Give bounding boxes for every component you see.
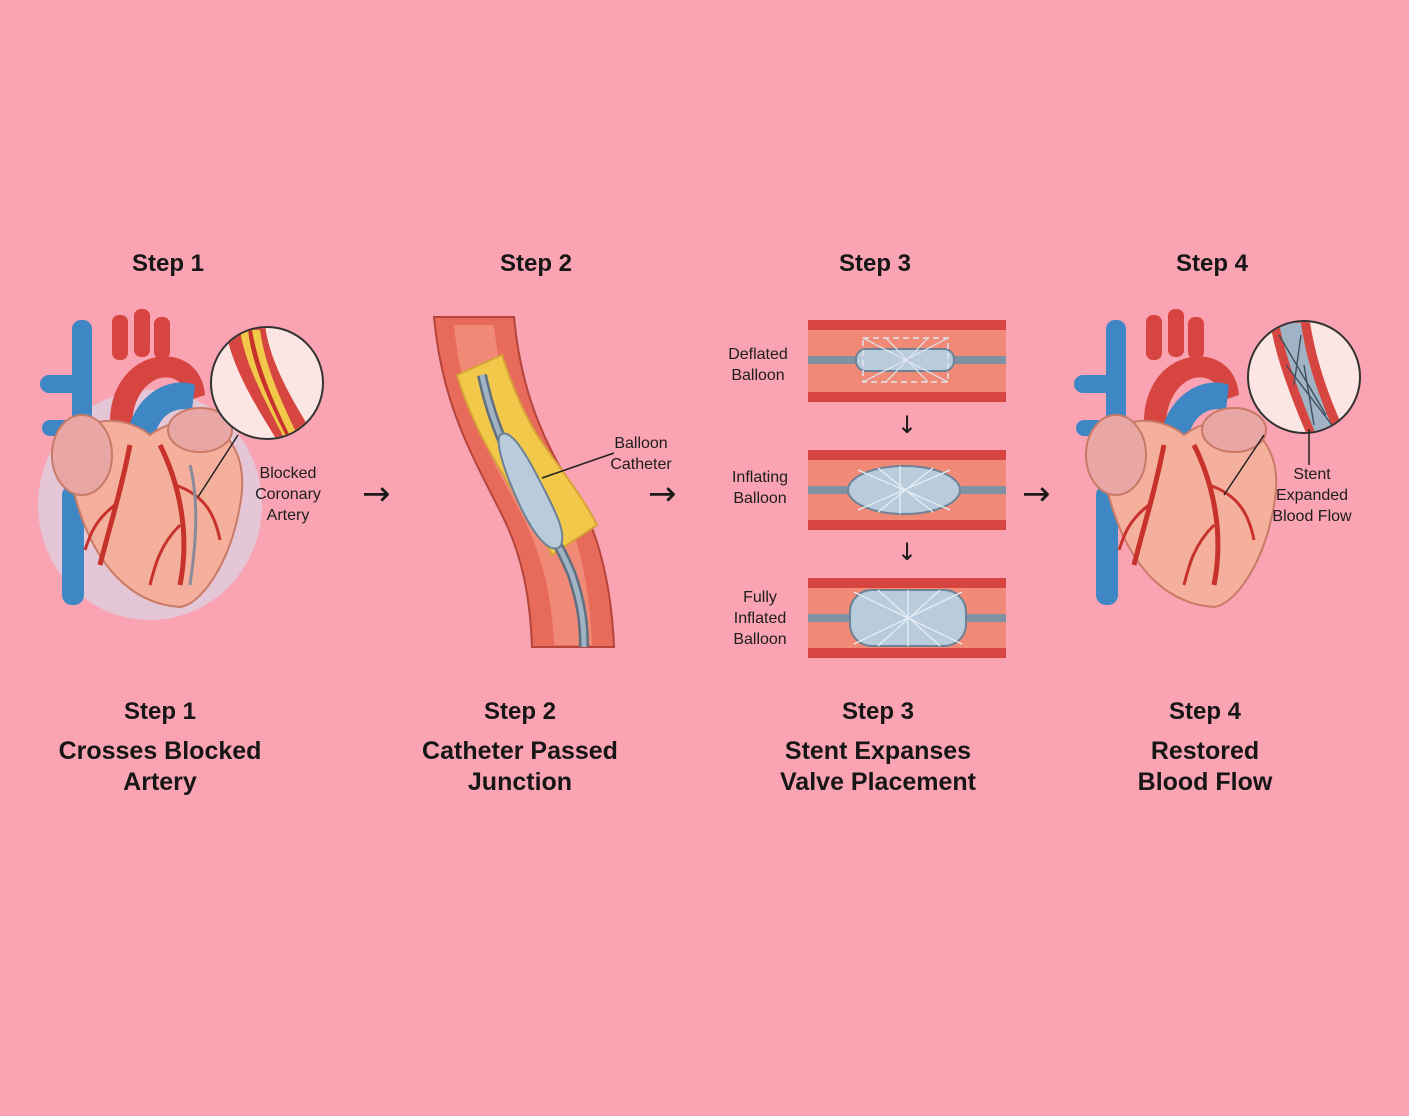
fully-inflated-balloon-vessel: [808, 578, 1006, 658]
step-2-catheter-illustration: [432, 316, 616, 648]
step-3-caption-line-2: Valve Placement: [780, 768, 976, 796]
inflating-balloon-vessel: [808, 450, 1006, 530]
step-3-caption-line-1: Stent Expanses: [784, 737, 972, 765]
step-4-caption: Step 4 Restored Blood Flow: [1065, 698, 1345, 798]
step-1-caption-line-1: Crosses Blocked: [58, 737, 262, 765]
stage-down-arrow-1: ↓: [897, 411, 918, 439]
balloon-catheter-label: Balloon Catheter: [610, 435, 672, 473]
step-4-title: Step 4: [1175, 250, 1249, 277]
step-1-caption-step: Step 1: [123, 698, 197, 725]
stent-expanded-label: Stent Expanded Blood Flow: [1272, 466, 1352, 525]
fully-inflated-balloon-label: Fully Inflated Balloon: [733, 589, 787, 648]
step-3-caption: Step 3 Stent Expanses Valve Placement: [738, 698, 1018, 798]
step-4-caption-step: Step 4: [1168, 698, 1242, 725]
flow-arrow-3: →: [1022, 474, 1051, 514]
step-1-caption: Step 1 Crosses Blocked Artery: [20, 698, 300, 798]
deflated-balloon-vessel: [808, 320, 1006, 402]
step-4-caption-line-1: Restored: [1150, 737, 1260, 765]
step-4-heart-illustration: [1074, 309, 1361, 609]
step-3-title: Step 3: [838, 250, 912, 277]
step-2-caption-line-2: Junction: [467, 768, 573, 796]
step-1-caption-line-2: Artery: [123, 768, 197, 796]
inflating-balloon-label: Inflating Balloon: [731, 469, 789, 507]
step-2-caption-step: Step 2: [483, 698, 557, 725]
stage-down-arrow-2: ↓: [897, 538, 918, 566]
step-2-title: Step 2: [499, 250, 573, 277]
step-2-caption: Step 2 Catheter Passed Junction: [380, 698, 660, 798]
step-2-caption-line-1: Catheter Passed: [422, 737, 618, 765]
flow-arrow-2: →: [648, 474, 677, 514]
blocked-artery-label: Blocked Coronary Artery: [255, 465, 321, 524]
step-1-heart-illustration: [38, 309, 324, 620]
deflated-balloon-label: Deflated Balloon: [728, 346, 788, 384]
flow-arrow-1: →: [362, 474, 391, 514]
step-1-title: Step 1: [131, 250, 205, 277]
step-3-caption-step: Step 3: [841, 698, 915, 725]
step-4-caption-line-2: Blood Flow: [1137, 768, 1273, 796]
